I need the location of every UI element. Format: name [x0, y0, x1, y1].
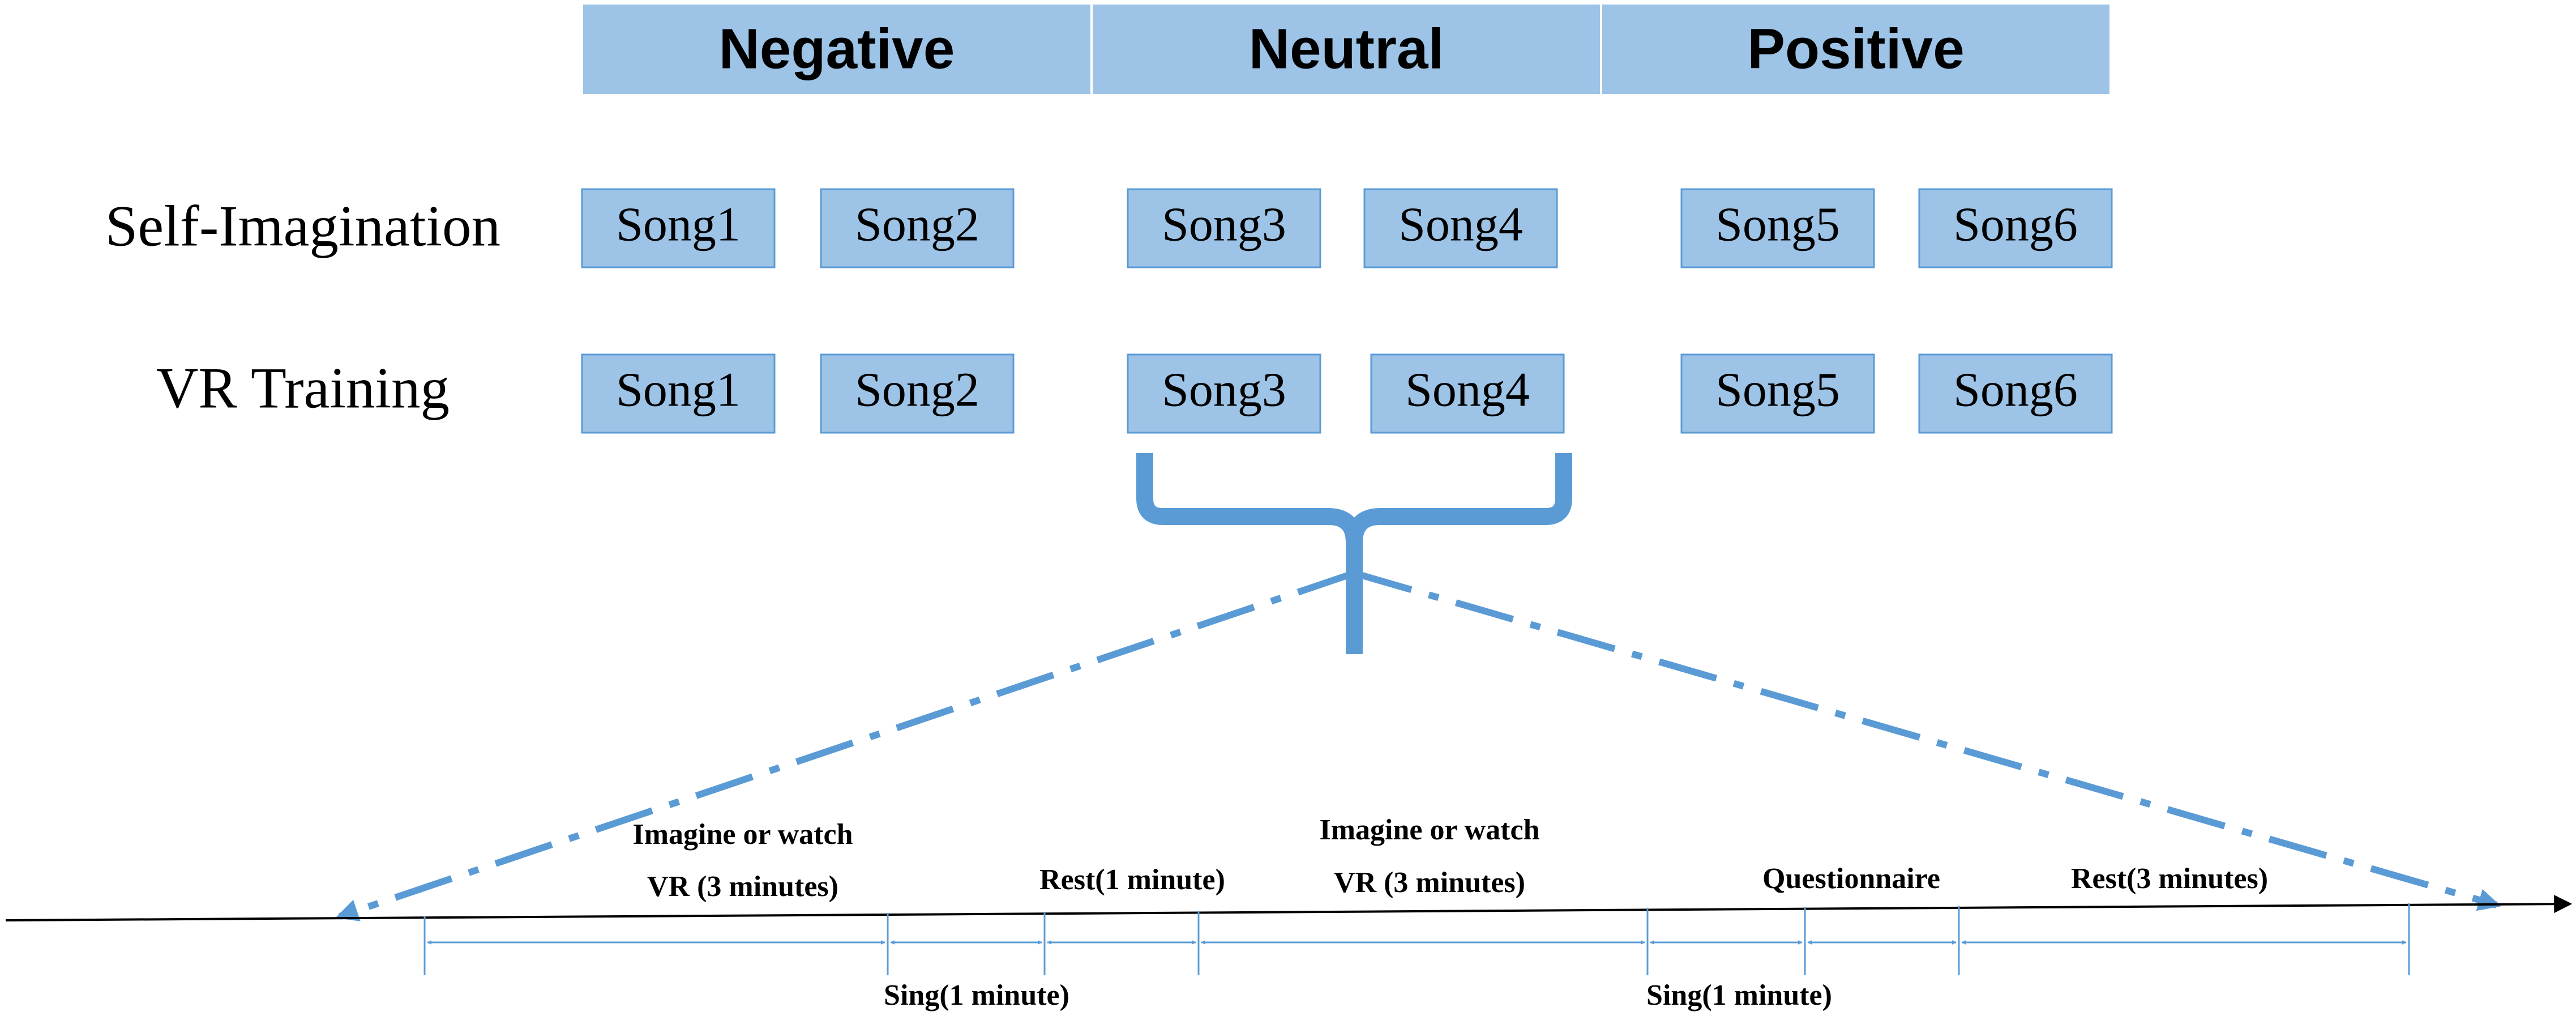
- phase-imagine-1-line2: VR (3 minutes): [647, 870, 838, 903]
- vr-training-song3-label: Song3: [1162, 362, 1286, 417]
- phase-labels: Imagine or watch VR (3 minutes) Sing(1 m…: [632, 814, 2268, 1012]
- vr-training-song5-label: Song5: [1715, 362, 1840, 417]
- vr-training-song2-box: [820, 353, 1015, 434]
- row-label-vr-training: VR Training: [156, 356, 450, 421]
- header-negative: Negative: [581, 2, 1093, 96]
- self-imagination-song3-label: Song3: [1162, 197, 1286, 251]
- row-self-imagination: Self-Imagination Song1 Song2 Song3 Song4…: [105, 188, 2113, 268]
- self-imagination-song4-box: [1363, 188, 1558, 268]
- vr-training-song4-label: Song4: [1405, 362, 1530, 417]
- header-positive-box: [1600, 2, 2112, 96]
- vr-training-song6-box: [1918, 353, 2113, 434]
- vr-training-song4-box: [1370, 353, 1565, 434]
- header-neutral: Neutral: [1090, 2, 1602, 96]
- zoom-line-left: [335, 570, 1355, 921]
- vr-training-song2-label: Song2: [855, 362, 979, 417]
- header-negative-label: Negative: [719, 17, 955, 80]
- condition-header: Negative Neutral Positive: [581, 2, 2112, 96]
- self-imagination-song1-box: [581, 188, 776, 268]
- self-imagination-song3-box: [1127, 188, 1321, 268]
- zoom-line-right: [1353, 570, 2501, 911]
- row-label-self-imagination: Self-Imagination: [105, 194, 500, 259]
- self-imagination-song6-label: Song6: [1953, 197, 2078, 251]
- self-imagination-song2-box: [820, 188, 1015, 268]
- vr-training-song1-label: Song1: [616, 362, 741, 417]
- header-positive: Positive: [1600, 2, 2112, 96]
- self-imagination-song5-label: Song5: [1715, 197, 1840, 251]
- self-imagination-song4-label: Song4: [1398, 197, 1523, 251]
- self-imagination-song5-box: [1680, 188, 1875, 268]
- phase-sing-2: Sing(1 minute): [1646, 979, 1832, 1012]
- header-neutral-label: Neutral: [1249, 17, 1444, 80]
- self-imagination-song2-label: Song2: [855, 197, 979, 251]
- vr-training-song6-label: Song6: [1953, 362, 2078, 417]
- self-imagination-song1-label: Song1: [616, 197, 741, 251]
- phase-imagine-1-line1: Imagine or watch: [632, 818, 853, 851]
- phase-imagine-2-line1: Imagine or watch: [1319, 814, 1539, 846]
- zoom-brace: [1136, 453, 1572, 654]
- header-neutral-box: [1090, 2, 1602, 96]
- vr-training-song3-box: [1127, 353, 1321, 434]
- phase-rest-1: Rest(1 minute): [1039, 864, 1225, 896]
- phase-rest-2: Rest(3 minutes): [2071, 863, 2268, 895]
- header-negative-box: [581, 2, 1093, 96]
- header-positive-label: Positive: [1747, 17, 1965, 80]
- vr-training-song5-box: [1680, 353, 1875, 434]
- phase-imagine-2-line2: VR (3 minutes): [1334, 867, 1525, 899]
- timeline-axis: [5, 895, 2573, 921]
- vr-training-song1-box: [581, 353, 776, 434]
- phase-questionnaire: Questionnaire: [1762, 863, 1940, 895]
- phase-sing-1: Sing(1 minute): [884, 979, 1069, 1012]
- timeline-ticks: [423, 903, 2410, 975]
- self-imagination-song6-box: [1918, 188, 2113, 268]
- row-vr-training: VR Training Song1 Song2 Song3 Song4 Song…: [156, 353, 2113, 434]
